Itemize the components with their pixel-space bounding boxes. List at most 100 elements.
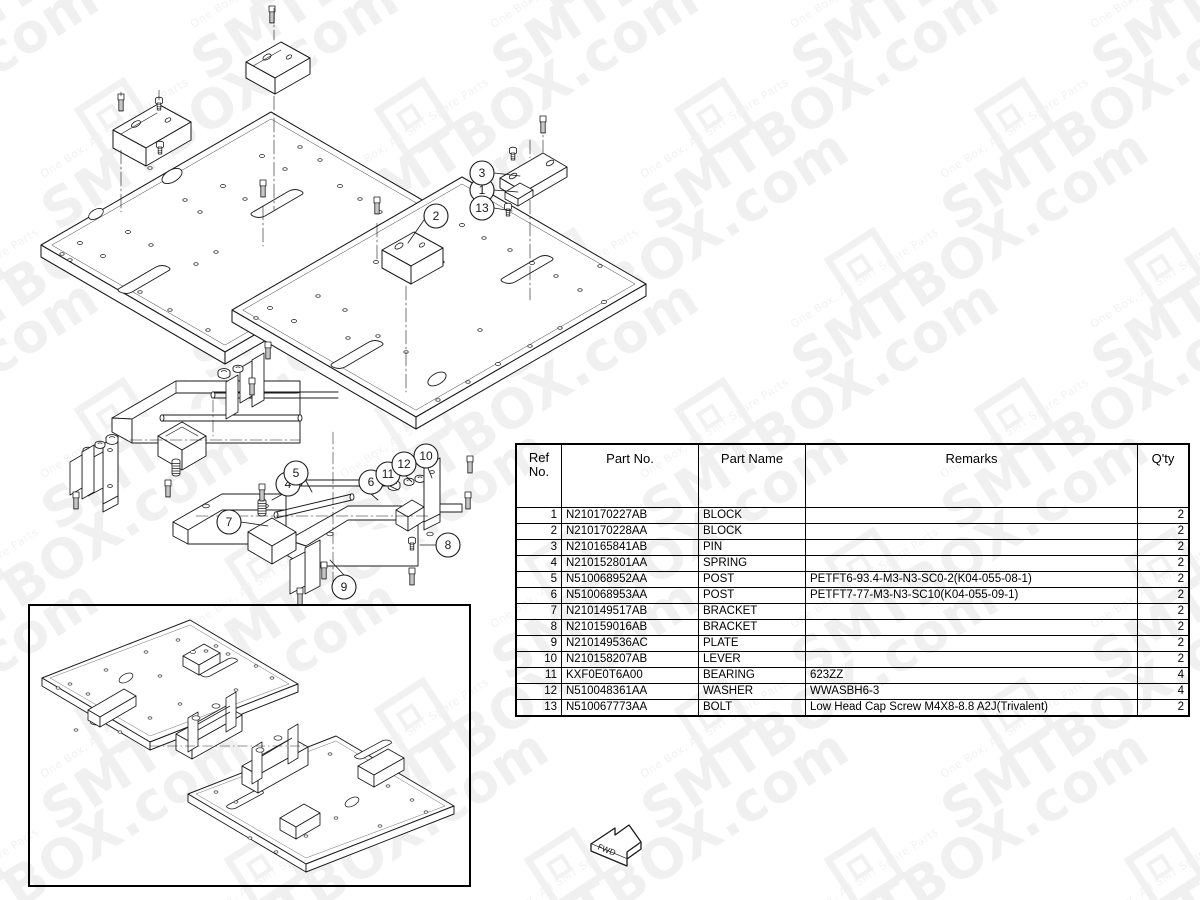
callout-label: 13 xyxy=(475,201,489,215)
cell-part-name: PLATE xyxy=(698,635,806,652)
cell-remarks: PETFT6-93.4-M3-N3-SC0-2(K04-055-08-1) xyxy=(805,571,1138,588)
callout-label: 9 xyxy=(341,580,348,594)
cell-part-no: N510067773AA xyxy=(561,699,699,715)
cell-part-name: BRACKET xyxy=(698,619,806,636)
inset-lower-plate xyxy=(187,735,455,873)
washer-icon xyxy=(414,474,426,483)
cell-remarks xyxy=(805,619,1138,636)
screw-icon xyxy=(259,179,267,198)
header-ref-line1: Ref xyxy=(528,450,550,465)
callout-label: 1 xyxy=(479,183,486,197)
left-edge-brackets xyxy=(69,444,95,510)
cell-ref-no: 6 xyxy=(517,587,562,604)
cell-remarks xyxy=(805,539,1138,556)
header-qty: Q'ty xyxy=(1137,445,1188,508)
cell-part-no: N210159016AB xyxy=(561,619,699,636)
header-ref-no: Ref No. xyxy=(517,445,562,508)
callout-bubble-10: 10 xyxy=(413,443,439,469)
cell-qty: 2 xyxy=(1137,571,1188,588)
screw-icon xyxy=(466,455,474,474)
cell-remarks: PETFT7-77-M3-N3-SC10(K04-055-09-1) xyxy=(805,587,1138,604)
callout-circle xyxy=(216,509,242,535)
spring-icon xyxy=(171,458,181,477)
screw-icon xyxy=(320,561,328,580)
cell-qty: 2 xyxy=(1137,603,1188,620)
cell-remarks xyxy=(805,523,1138,540)
cell-part-no: N210149536AC xyxy=(561,635,699,652)
cell-part-name: BLOCK xyxy=(698,523,806,540)
cell-remarks xyxy=(805,635,1138,652)
cell-part-no: N210152801AA xyxy=(561,555,699,572)
callout-circle xyxy=(469,160,495,186)
cell-ref-no: 9 xyxy=(517,635,562,652)
cell-qty: 2 xyxy=(1137,651,1188,668)
cell-ref-no: 3 xyxy=(517,539,562,556)
cell-qty: 2 xyxy=(1137,539,1188,556)
cell-qty: 4 xyxy=(1137,667,1188,684)
header-remarks: Remarks xyxy=(805,445,1138,508)
header-part-name: Part Name xyxy=(698,445,806,508)
cell-part-no: N210158207AB xyxy=(561,651,699,668)
cell-part-name: BRACKET xyxy=(698,603,806,620)
screw-icon xyxy=(539,115,547,134)
cell-qty: 2 xyxy=(1137,587,1188,604)
cell-part-name: SPRING xyxy=(698,555,806,572)
cell-part-name: LEVER xyxy=(698,651,806,668)
table-header: Ref No. Part No. Part Name Remarks Q'ty xyxy=(517,445,1188,508)
cell-part-name: BLOCK xyxy=(698,507,806,524)
cell-qty: 2 xyxy=(1137,523,1188,540)
block-part-left xyxy=(112,103,192,167)
callout-bubble-5: 5 xyxy=(283,460,309,486)
callout-label: 10 xyxy=(419,449,433,463)
cell-ref-no: 2 xyxy=(517,523,562,540)
cell-part-name: BEARING xyxy=(698,667,806,684)
cell-qty: 2 xyxy=(1137,635,1188,652)
cell-part-no: N210165841AB xyxy=(561,539,699,556)
bearing-icon xyxy=(217,368,231,379)
callout-label: 11 xyxy=(382,467,395,481)
cell-qty: 4 xyxy=(1137,683,1188,700)
cell-part-no: N210170227AB xyxy=(561,507,699,524)
block-part-1 xyxy=(245,41,311,95)
cell-part-name: POST xyxy=(698,571,806,588)
cell-qty: 2 xyxy=(1137,507,1188,524)
screw-icon xyxy=(296,587,304,606)
callout-label: 8 xyxy=(445,538,452,552)
callout-group xyxy=(240,172,521,576)
callout-label: 3 xyxy=(479,166,486,180)
cell-part-name: WASHER xyxy=(698,683,806,700)
callout-circle xyxy=(423,203,449,229)
cell-remarks: WWASBH6-3 xyxy=(805,683,1138,700)
screw-icon xyxy=(72,491,80,510)
cell-remarks xyxy=(805,507,1138,524)
assembled-view-inset xyxy=(28,604,471,887)
callout-bubble-7: 7 xyxy=(216,509,242,535)
inset-mechanism xyxy=(175,691,309,794)
callout-bubble-12: 12 xyxy=(391,451,417,477)
cell-ref-no: 12 xyxy=(517,683,562,700)
callout-label: 12 xyxy=(397,457,411,471)
header-ref-line2: No. xyxy=(528,464,550,479)
cell-remarks: Low Head Cap Screw M4X8-8.8 A2J(Trivalen… xyxy=(805,699,1138,715)
cell-remarks xyxy=(805,603,1138,620)
callout-label: 4 xyxy=(285,477,292,491)
callout-bubble-13: 13 xyxy=(469,195,495,221)
cell-part-no: N210170228AA xyxy=(561,523,699,540)
cell-ref-no: 13 xyxy=(517,699,562,715)
pin-block-assembly xyxy=(499,152,568,207)
cell-part-name: PIN xyxy=(698,539,806,556)
cell-part-no: N210149517AB xyxy=(561,603,699,620)
washer-icon xyxy=(232,364,244,373)
fwd-direction-marker: FWD xyxy=(585,822,647,879)
screw-icon xyxy=(248,377,256,396)
